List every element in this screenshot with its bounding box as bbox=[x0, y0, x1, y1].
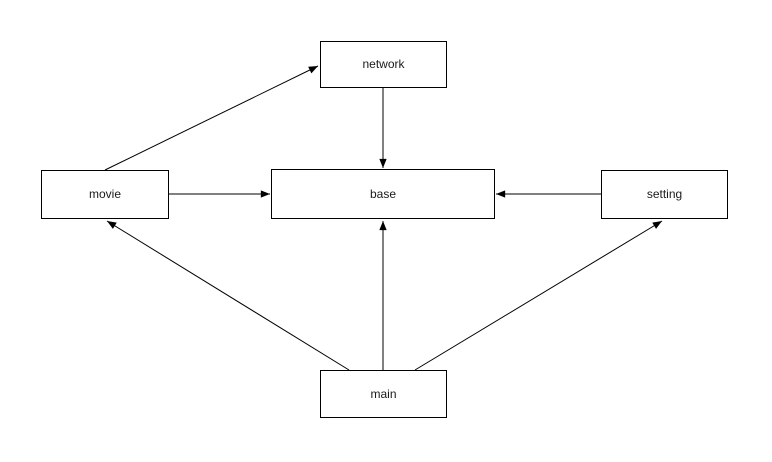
node-movie-label: movie bbox=[88, 187, 121, 202]
node-main: main bbox=[320, 370, 447, 418]
node-network-label: network bbox=[362, 57, 405, 72]
node-base-label: base bbox=[369, 186, 397, 201]
node-movie: movie bbox=[41, 170, 169, 219]
edge-main-to-setting bbox=[414, 220, 663, 371]
node-main-label: main bbox=[370, 386, 397, 401]
edge-movie-to-network bbox=[104, 65, 319, 171]
node-setting: setting bbox=[601, 170, 728, 219]
edge-main-to-movie bbox=[106, 220, 350, 371]
node-setting-label: setting bbox=[646, 187, 683, 202]
node-network: network bbox=[320, 41, 447, 88]
node-base: base bbox=[271, 169, 495, 219]
